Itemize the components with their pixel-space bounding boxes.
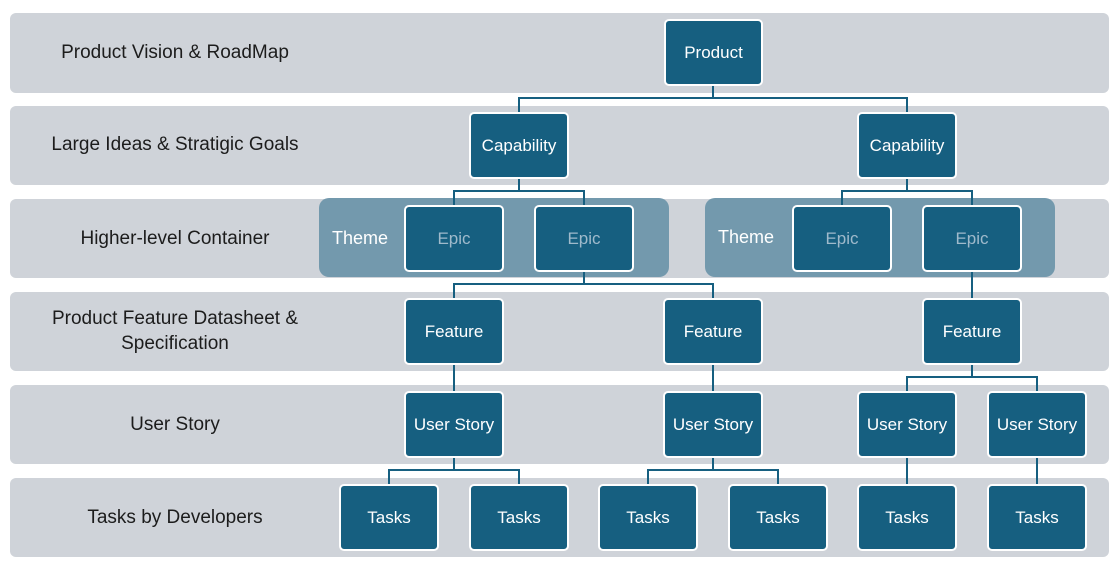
feature-node-2[interactable]: Feature bbox=[663, 298, 763, 365]
task-node-1[interactable]: Tasks bbox=[339, 484, 439, 551]
epic-node-4[interactable]: Epic bbox=[922, 205, 1022, 272]
task-node-4[interactable]: Tasks bbox=[728, 484, 828, 551]
user-story-node-1[interactable]: User Story bbox=[404, 391, 504, 458]
label-product-feature: Product Feature Datasheet & Specificatio… bbox=[51, 308, 299, 354]
label-large-ideas: Large Ideas & Stratigic Goals bbox=[51, 134, 299, 155]
band-product-vision bbox=[10, 13, 1109, 93]
epic-node-1[interactable]: Epic bbox=[404, 205, 504, 272]
capability-node-1[interactable]: Capability bbox=[469, 112, 569, 179]
label-tasks: Tasks by Developers bbox=[87, 507, 263, 528]
user-story-node-2[interactable]: User Story bbox=[663, 391, 763, 458]
product-node[interactable]: Product bbox=[664, 19, 763, 86]
feature-node-3[interactable]: Feature bbox=[922, 298, 1022, 365]
user-story-node-3[interactable]: User Story bbox=[857, 391, 957, 458]
user-story-node-4[interactable]: User Story bbox=[987, 391, 1087, 458]
label-product-vision: Product Vision & RoadMap bbox=[61, 42, 289, 63]
epic-node-2[interactable]: Epic bbox=[534, 205, 634, 272]
label-higher-level-container: Higher-level Container bbox=[80, 228, 270, 249]
epic-node-3[interactable]: Epic bbox=[792, 205, 892, 272]
task-node-3[interactable]: Tasks bbox=[598, 484, 698, 551]
capability-node-2[interactable]: Capability bbox=[857, 112, 957, 179]
feature-node-1[interactable]: Feature bbox=[404, 298, 504, 365]
theme-label-2: Theme bbox=[718, 227, 775, 247]
label-user-story: User Story bbox=[130, 414, 220, 435]
task-node-2[interactable]: Tasks bbox=[469, 484, 569, 551]
task-node-5[interactable]: Tasks bbox=[857, 484, 957, 551]
task-node-6[interactable]: Tasks bbox=[987, 484, 1087, 551]
theme-label-1: Theme bbox=[332, 228, 389, 248]
